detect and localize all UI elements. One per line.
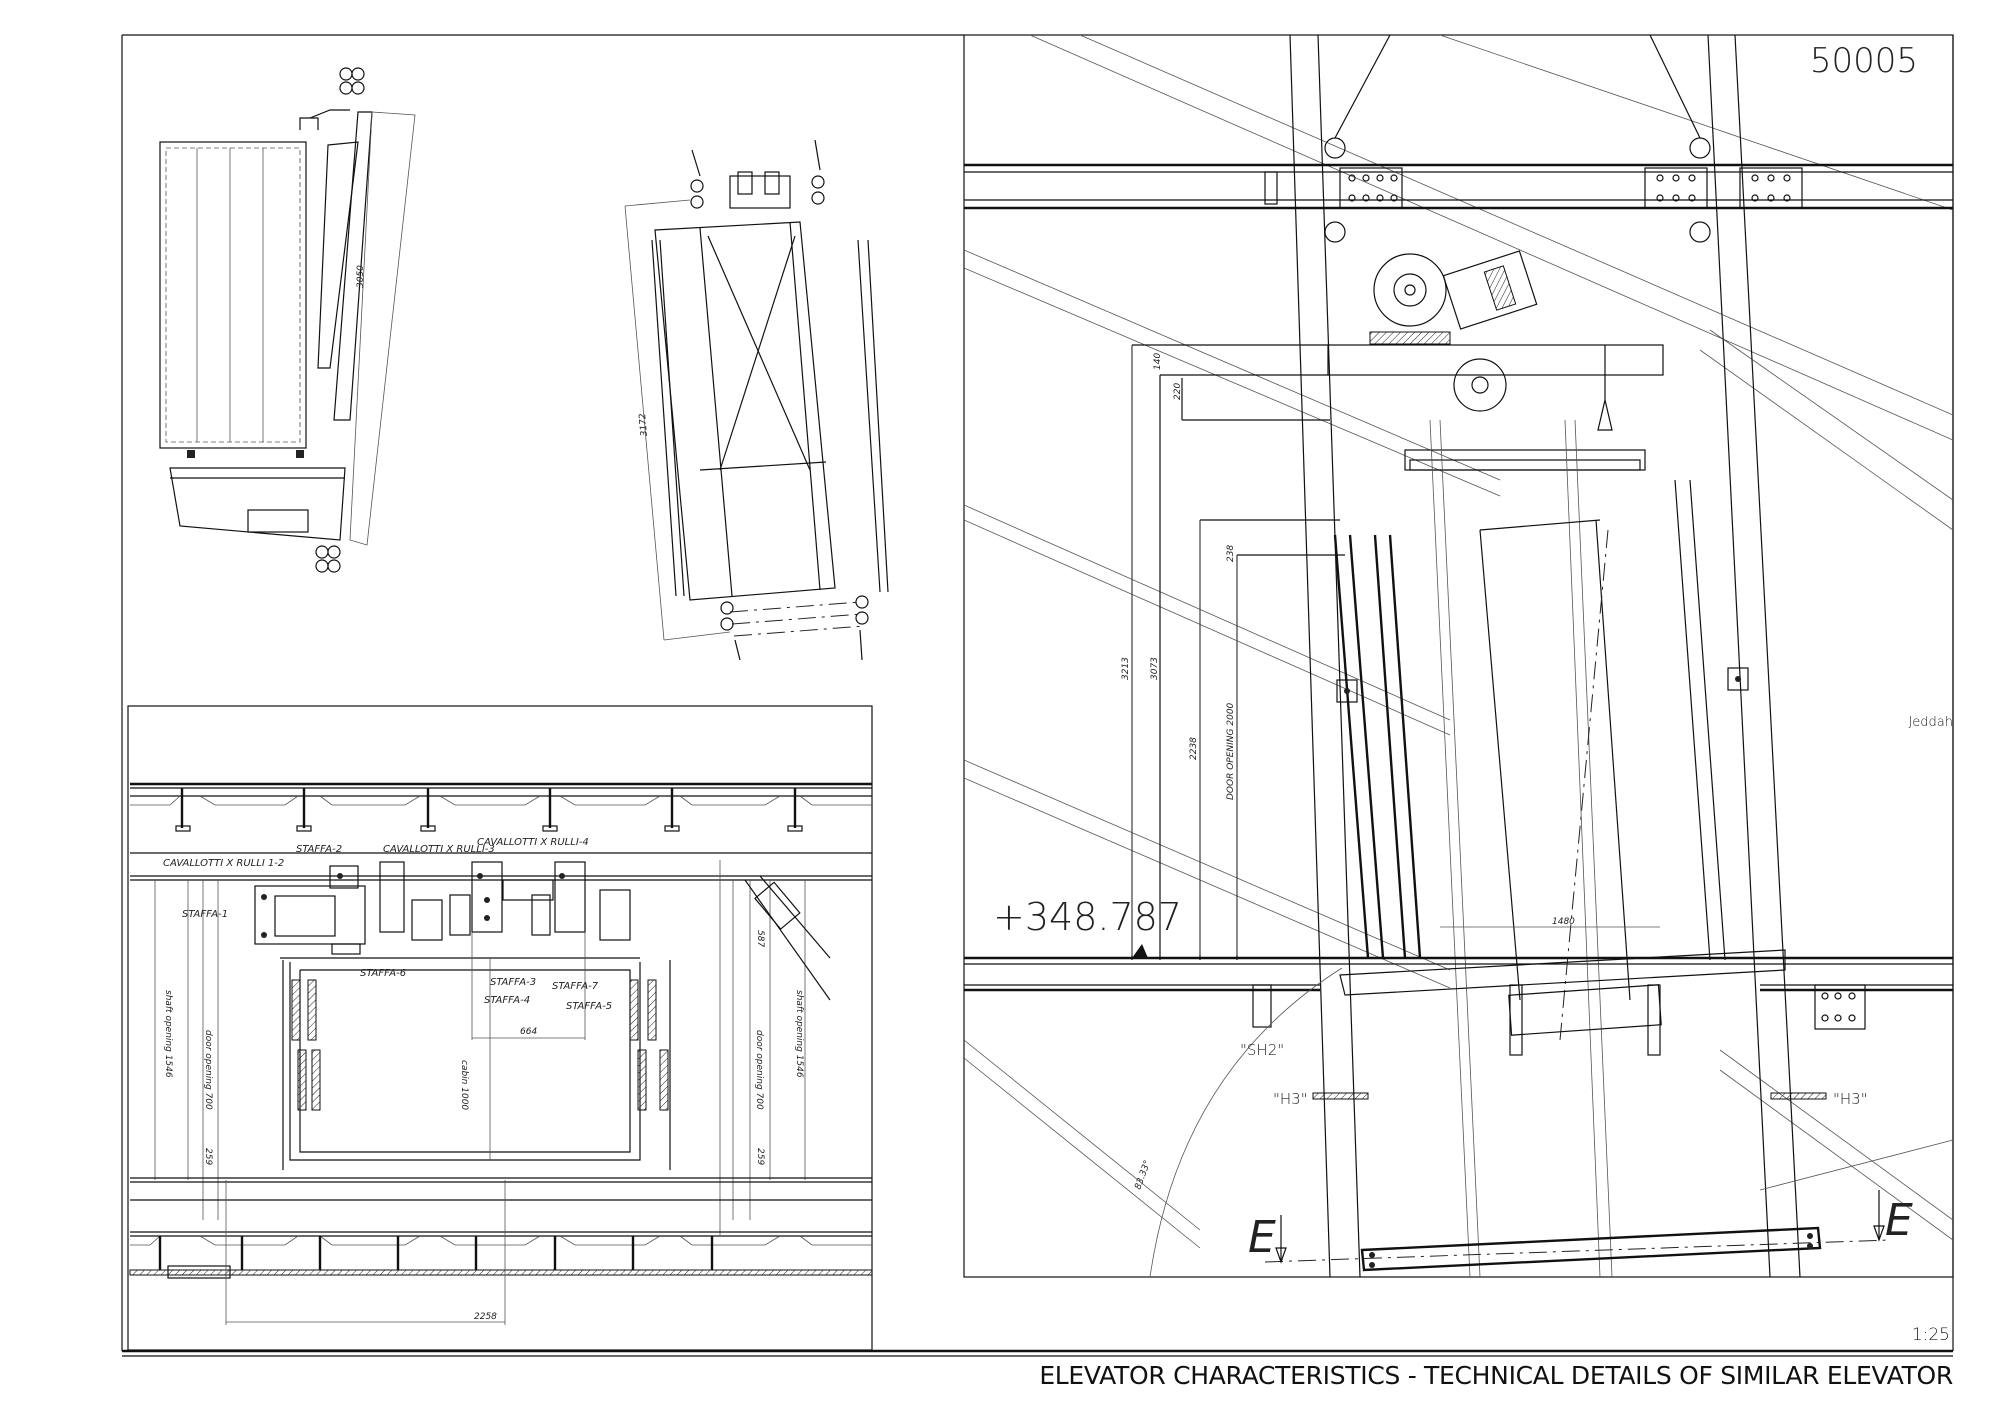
label-staffa-5: STAFFA-5 <box>566 1001 612 1012</box>
label-cavallotti-1-2: CAVALLOTTI X RULLI 1-2 <box>163 858 284 869</box>
roller-wheels-top <box>339 67 365 95</box>
label-staffa-1: STAFFA-1 <box>182 909 228 920</box>
dimension-1480: 1480 <box>1552 917 1575 927</box>
front-view-drawing: 3172 <box>624 139 889 661</box>
sheet-number: 50005 <box>1810 41 1918 81</box>
side-view-drawing: 3050 <box>159 67 416 573</box>
dimension-587: 587 <box>755 930 765 947</box>
scale-label: 1:25 <box>1912 1325 1950 1345</box>
dimension-shaft-left: shaft opening 1546 <box>163 990 173 1078</box>
front-view-dimension: 3172 <box>638 413 650 437</box>
tag-h3-right: "H3" <box>1833 1090 1868 1108</box>
wall-anchors-top <box>175 788 803 832</box>
sheet-frame <box>121 34 1954 1357</box>
dimension-664: 664 <box>520 1027 537 1037</box>
dimension-259-right: 259 <box>755 1148 765 1165</box>
label-cavallotti-4: CAVALLOTTI X RULLI-4 <box>477 837 589 848</box>
section-view-labels: +348.787 3213 3073 2238 DOOR OPENING 200… <box>993 353 1913 1264</box>
label-staffa-3: STAFFA-3 <box>490 977 536 988</box>
dimension-3073: 3073 <box>1150 657 1160 680</box>
section-marker-right: E <box>1873 1190 1913 1246</box>
label-cavallotti-3: CAVALLOTTI X RULLI-3 <box>383 844 495 855</box>
dimension-cabin: cabin 1000 <box>459 1060 469 1110</box>
label-staffa-4: STAFFA-4 <box>484 995 530 1006</box>
car-walls <box>1333 419 1726 1277</box>
dimension-2238: 2238 <box>1189 737 1199 760</box>
elevation-level: +348.787 <box>993 895 1182 939</box>
label-staffa-7: STAFFA-7 <box>552 981 599 992</box>
dimension-angle: 83.33° <box>1133 1159 1153 1191</box>
dimension-3213: 3213 <box>1121 657 1131 680</box>
bolt-plate-floor <box>1814 984 1866 1030</box>
dimension-2258: 2258 <box>474 1312 497 1322</box>
section-marker-left-label: E <box>1248 1212 1276 1263</box>
label-staffa-6: STAFFA-6 <box>360 968 406 979</box>
dimension-shaft-right: shaft opening 1546 <box>794 990 804 1078</box>
bolt-plate-left <box>1339 167 1403 209</box>
sheet-title: ELEVATOR CHARACTERISTICS - TECHNICAL DET… <box>1039 1361 1953 1390</box>
label-staffa-2: STAFFA-2 <box>296 844 342 855</box>
location-label: Jeddah <box>1908 715 1953 730</box>
dimension-220: 220 <box>1173 383 1183 400</box>
side-view-dimension: 3050 <box>356 265 366 288</box>
tag-h3-left: "H3" <box>1273 1090 1308 1108</box>
dimension-140: 140 <box>1153 353 1163 370</box>
dimension-door-right: door opening 700 <box>754 1030 764 1110</box>
dimension-238: 238 <box>1226 545 1236 562</box>
plan-view-drawing <box>127 705 873 1351</box>
dimension-door-opening: DOOR OPENING 2000 <box>1226 702 1236 800</box>
section-view-drawing <box>963 34 1954 1278</box>
plan-view-labels: CAVALLOTTI X RULLI 1-2 STAFFA-2 CAVALLOT… <box>163 837 804 1322</box>
dimension-door-left: door opening 700 <box>203 1030 213 1110</box>
wall-anchors-bottom <box>158 1236 714 1270</box>
tag-sh2: "SH2" <box>1240 1041 1284 1059</box>
traction-machine <box>1369 250 1538 345</box>
dimension-259-left: 259 <box>203 1148 213 1165</box>
section-marker-left: E <box>1248 1212 1287 1264</box>
roller-wheels-bottom <box>315 545 341 573</box>
diagonal-braces <box>964 35 1953 1249</box>
bolt-plate-right <box>1644 167 1803 209</box>
section-marker-right-label: E <box>1885 1195 1913 1246</box>
